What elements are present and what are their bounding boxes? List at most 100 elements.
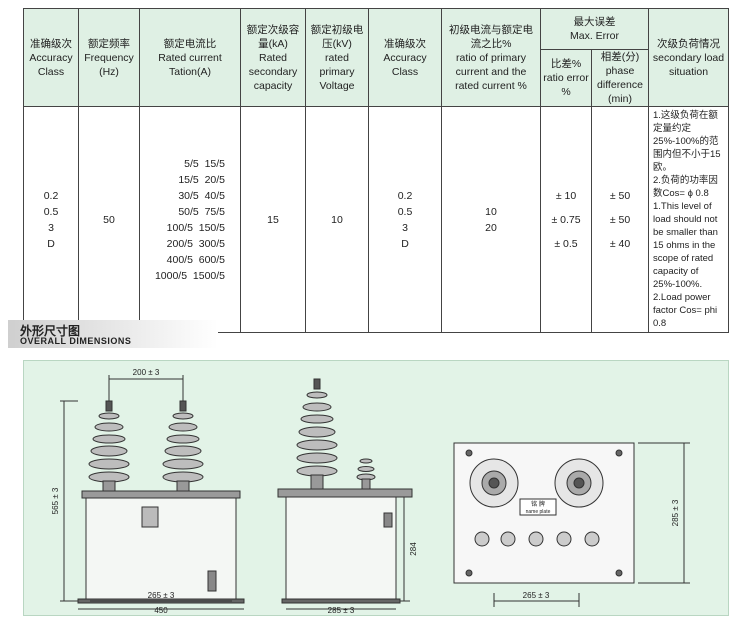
header-max-error-cn: 最大误差: [573, 16, 616, 28]
accuracy-value: 0.5: [397, 205, 413, 218]
header-max-error: 最大误差 Max. Error: [540, 8, 649, 50]
header-primary-voltage-cn: 额定初级电压(kV): [310, 23, 364, 50]
header-primary-voltage: 额定初级电压(kV) rated primary Voltage: [305, 8, 369, 107]
side-valve: [383, 512, 393, 528]
cell-accuracy-class-2: 0.2 0.5 3 D: [368, 106, 442, 333]
header-frequency-unit: (Hz): [99, 65, 119, 78]
header-frequency: 额定频率 Frequency (Hz): [78, 8, 140, 107]
accuracy-value: 3: [402, 221, 408, 234]
header-frequency-en: Frequency: [84, 51, 134, 64]
side-small-bushing: [356, 458, 376, 490]
cell-secondary-load: 1.这级负荷在额定量约定25%-100%的范围内但不小于15欧。 2.负荷的功率…: [648, 106, 729, 333]
primary-ratio-value: 20: [485, 221, 497, 234]
dim-top-base: 265 ± 3: [523, 591, 550, 600]
header-secondary-capacity-en: Rated secondary capacity: [248, 51, 298, 92]
top-view: [453, 442, 690, 607]
drawing-svg: 200 ± 3 565 ± 3 265 ± 3 450 284 285 ± 3 …: [51, 368, 690, 615]
header-primary-ratio-en: ratio of primary current and the rated c…: [455, 51, 527, 92]
dim-top-depth: 285 ± 3: [671, 499, 680, 526]
dimension-drawing: 200 ± 3 565 ± 3 265 ± 3 450 284 285 ± 3 …: [23, 360, 729, 616]
cell-primary-voltage: 10: [305, 106, 369, 333]
table-header-row: 准确级次 Accuracy Class 额定频率 Frequency (Hz) …: [23, 8, 729, 107]
header-current-ratio: 额定电流比 Rated current Tation(A): [139, 8, 241, 107]
header-accuracy-class-2-en: Accuracy Class: [383, 51, 427, 78]
front-terminal-box: [141, 506, 159, 528]
accuracy-value: 3: [48, 221, 54, 234]
current-ratio-value: 30/5 40/5: [178, 189, 226, 202]
table-row: 0.2 0.5 3 D 50 5/5 15/5 15/5 20/5 30/5 4…: [23, 106, 729, 333]
front-flange: [81, 490, 241, 499]
ratio-error-value: ± 0.75: [551, 213, 581, 226]
load-note: 2.负荷的功率因数Cos= ϕ 0.8: [653, 175, 718, 199]
cell-current-ratios: 5/5 15/5 15/5 20/5 30/5 40/5 50/5 75/5 1…: [139, 106, 241, 333]
header-accuracy-class-cn: 准确级次: [30, 37, 72, 50]
section-title-en: OVERALL DIMENSIONS: [20, 336, 132, 346]
header-ratio-error-en: ratio error %: [543, 72, 589, 98]
header-accuracy-class-2-cn: 准确级次: [384, 37, 426, 50]
header-primary-voltage-en: rated primary Voltage: [319, 51, 355, 92]
header-frequency-cn: 额定频率: [88, 37, 130, 50]
cell-primary-ratio: 10 20: [441, 106, 541, 333]
header-primary-ratio: 初级电流与额定电流之比% ratio of primary current an…: [441, 8, 541, 107]
header-max-error-en: Max. Error: [569, 30, 619, 42]
nameplate-label-cn: 铭 牌: [531, 500, 545, 508]
header-primary-ratio-cn: 初级电流与额定电流之比%: [449, 23, 533, 50]
phase-diff-value: ± 50: [609, 213, 631, 226]
current-ratio-value: 50/5 75/5: [178, 205, 226, 218]
section-title-cn: 外形尺寸图: [20, 324, 81, 338]
cell-phase-diff: ± 50 ± 50 ± 40: [591, 106, 649, 333]
dim-front-top: 200 ± 3: [133, 368, 160, 377]
front-bushing-right: [162, 400, 204, 492]
accuracy-value: 0.2: [397, 189, 413, 202]
ratio-error-value: ± 0.5: [554, 237, 578, 250]
ratio-error-value: ± 10: [555, 189, 577, 202]
side-bushing: [296, 378, 338, 490]
accuracy-value: D: [401, 237, 409, 250]
front-view: [60, 375, 245, 610]
header-secondary-capacity: 额定次级容量(kA) Rated secondary capacity: [240, 8, 306, 107]
header-accuracy-class: 准确级次 Accuracy Class: [23, 8, 79, 107]
spec-table: 准确级次 Accuracy Class 额定频率 Frequency (Hz) …: [23, 8, 729, 333]
header-accuracy-class-2: 准确级次 Accuracy Class: [368, 8, 442, 107]
section-header: 外形尺寸图 OVERALL DIMENSIONS: [8, 320, 732, 348]
header-phase-diff: 相差(分) phase difference (min): [591, 49, 649, 107]
header-secondary-load-cn: 次级负荷情况: [657, 37, 720, 50]
front-valve: [207, 570, 217, 592]
phase-diff-value: ± 40: [609, 237, 631, 250]
current-ratio-value: 5/5 15/5: [184, 157, 226, 170]
load-note: 2.Load power factor Cos= phi 0.8: [653, 292, 718, 329]
side-flange: [277, 488, 413, 498]
header-current-ratio-cn: 额定电流比: [163, 37, 217, 50]
header-ratio-error-cn: 比差%: [550, 58, 582, 70]
load-note: 1.这级负荷在额定量约定25%-100%的范围内但不小于15欧。: [653, 110, 721, 173]
phase-diff-value: ± 50: [609, 189, 631, 202]
primary-ratio-value: 10: [485, 205, 497, 218]
header-secondary-load: 次级负荷情况 secondary load situation: [648, 8, 729, 107]
accuracy-value: 0.2: [43, 189, 59, 202]
current-ratio-value: 1000/5 1500/5: [154, 269, 226, 282]
dim-front-width: 450: [154, 606, 168, 615]
nameplate-box: [519, 498, 557, 516]
dim-side-base: 285 ± 3: [328, 606, 355, 615]
section-header-bar: [8, 320, 218, 348]
cell-frequency: 50: [78, 106, 140, 333]
cell-secondary-capacity: 15: [240, 106, 306, 333]
current-ratio-value: 100/5 150/5: [166, 221, 226, 234]
nameplate-label-en: name plate: [526, 509, 551, 515]
cell-accuracy-class: 0.2 0.5 3 D: [23, 106, 79, 333]
side-tank: [285, 496, 397, 602]
current-ratio-value: 15/5 20/5: [178, 173, 226, 186]
header-phase-diff-cn: 相差(分): [600, 51, 640, 63]
dim-front-base: 265 ± 3: [148, 591, 175, 600]
dim-front-height: 565 ± 3: [51, 487, 60, 514]
dim-side-height: 284: [409, 542, 418, 556]
current-ratio-value: 400/5 600/5: [166, 253, 226, 266]
side-view: [277, 378, 413, 610]
accuracy-value: D: [47, 237, 55, 250]
header-accuracy-class-en: Accuracy Class: [29, 51, 73, 78]
header-secondary-load-en: secondary load situation: [652, 51, 725, 78]
header-phase-diff-en: phase difference (min): [597, 65, 643, 105]
current-ratio-value: 200/5 300/5: [166, 237, 226, 250]
header-current-ratio-en: Rated current Tation(A): [158, 51, 222, 78]
cell-ratio-error: ± 10 ± 0.75 ± 0.5: [540, 106, 592, 333]
